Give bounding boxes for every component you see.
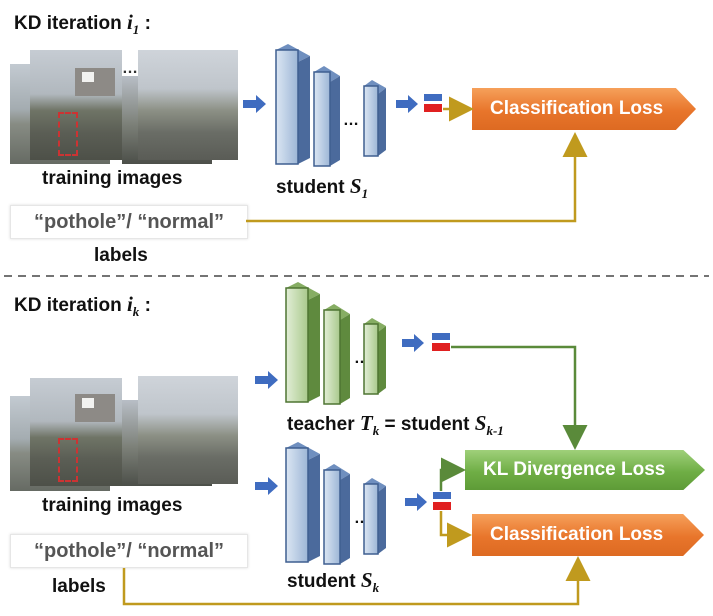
teacher-sub2: k-1	[486, 422, 504, 438]
bottom-student-prefix: student	[287, 571, 361, 592]
student-output-to-kl-arrow	[439, 457, 466, 491]
kl-divergence-loss: KL Divergence Loss	[465, 450, 705, 490]
teacher-ellipsis: …	[354, 350, 370, 367]
bottom-student-caption: student Sk	[287, 568, 379, 596]
top-heading: KD iteration i1 :	[14, 10, 151, 38]
bottom-heading: KD iteration ik :	[14, 292, 151, 320]
bottom-arrow-images-to-student	[255, 477, 278, 495]
top-heading-suffix: :	[139, 13, 151, 34]
teacher-output-vector	[432, 333, 450, 351]
top-heading-prefix: KD iteration	[14, 13, 127, 34]
top-heading-sub: 1	[132, 21, 140, 37]
teacher-prefix: teacher	[287, 414, 360, 435]
top-student-network	[275, 44, 386, 167]
top-output-vector	[424, 94, 442, 112]
bottom-heading-var: i	[126, 292, 133, 316]
top-images-caption: training images	[42, 168, 183, 189]
student-output-to-loss-arrow	[439, 511, 472, 548]
bottom-student-network	[285, 442, 386, 565]
top-classification-loss-label: Classification Loss	[490, 98, 664, 119]
bottom-student-sub: k	[372, 579, 380, 595]
teacher-sub: k	[372, 422, 380, 438]
top-classification-loss: Classification Loss	[472, 88, 696, 130]
bottom-labels-text: “pothole”/ “normal”	[34, 539, 224, 562]
bottom-classification-loss-label: Classification Loss	[490, 524, 664, 545]
bottom-student-ellipsis: …	[354, 510, 370, 527]
teacher-layer-1	[285, 282, 320, 403]
teacher-network	[285, 282, 386, 405]
teacher-var2: S	[474, 411, 487, 435]
bottom-images-caption: training images	[42, 495, 183, 516]
top-road-photo-front-2	[138, 50, 238, 160]
bottom-labels-box: “pothole”/ “normal”	[10, 534, 248, 568]
top-student-var: S	[349, 174, 362, 198]
bottom-labels-caption: labels	[52, 576, 106, 597]
top-student-ellipsis: …	[343, 112, 359, 129]
bottom-student-output-vector	[433, 492, 451, 510]
kl-divergence-loss-label: KL Divergence Loss	[483, 459, 666, 480]
top-student-layer-3	[363, 80, 386, 157]
top-arrow-images-to-student	[243, 95, 266, 113]
teacher-caption: teacher Tk = student Sk-1	[287, 411, 504, 439]
bottom-arrow-student-to-output	[405, 493, 427, 511]
top-student-layer-2	[313, 66, 340, 167]
bottom-road-photo-front-2	[138, 376, 238, 484]
top-road-photo-front	[30, 50, 122, 160]
top-labels-box: “pothole”/ “normal”	[10, 205, 248, 239]
top-student-prefix: student	[276, 177, 350, 198]
top-student-layer-1	[275, 44, 310, 165]
bottom-student-layer-1	[285, 442, 320, 563]
teacher-var: T	[359, 411, 373, 435]
teacher-eq: = student	[379, 414, 475, 435]
top-images-ellipsis: …	[122, 60, 138, 77]
top-arrow-student-to-output	[396, 95, 418, 113]
bottom-classification-loss: Classification Loss	[472, 514, 704, 556]
teacher-layer-2	[323, 304, 350, 405]
bottom-arrow-images-to-teacher	[255, 371, 278, 389]
top-heading-var: i	[126, 10, 133, 34]
bottom-arrow-teacher-to-output	[402, 334, 424, 352]
top-student-sub: 1	[361, 185, 369, 201]
bottom-heading-sub: k	[132, 303, 140, 319]
bottom-student-var: S	[360, 568, 373, 592]
bottom-student-layer-2	[323, 464, 350, 565]
bottom-heading-suffix: :	[139, 295, 151, 316]
top-student-caption: student S1	[276, 174, 368, 202]
top-labels-caption: labels	[94, 245, 148, 266]
bottom-heading-prefix: KD iteration	[14, 295, 127, 316]
top-labels-text: “pothole”/ “normal”	[34, 210, 224, 233]
bottom-road-photo-front	[30, 378, 122, 486]
